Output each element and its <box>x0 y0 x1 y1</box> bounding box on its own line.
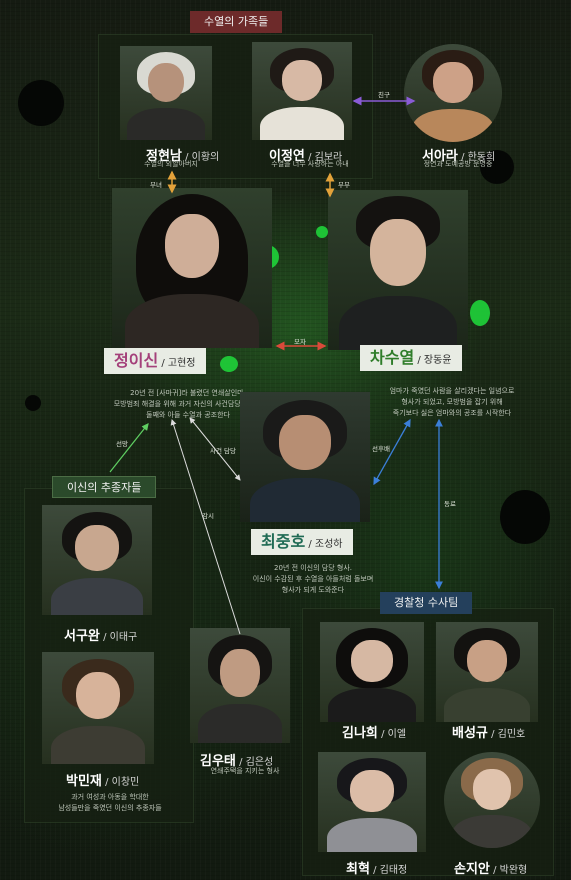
kimwootae-name: 김우태 / 김은성 <box>200 754 274 769</box>
ijeongyeon-desc: 수열을 너무 사랑하는 아내 <box>271 160 349 168</box>
kimnahee-photo <box>320 622 424 722</box>
ijeongyeon-name: 이정연 / 김보라 <box>269 149 343 164</box>
jeongisin-nameplate: 정이신 / 고현정 <box>104 348 206 374</box>
ink-blot <box>18 80 64 126</box>
police-group-tag: 경찰청 수사팀 <box>380 592 473 614</box>
jeongisin-photo <box>112 188 272 348</box>
watch-arrow <box>170 419 241 635</box>
green-splash <box>316 226 328 238</box>
parkminje-name: 박민재 / 이창민 <box>66 774 140 789</box>
choejungho-photo <box>240 392 370 522</box>
chasers-desc: 과거 여성과 아동을 학대한 남성들만을 죽였던 이신의 추종자들 <box>58 793 162 812</box>
chasuyeol-photo <box>328 190 468 350</box>
parkminje-photo <box>42 652 154 764</box>
sonjian-photo <box>444 752 540 848</box>
seoguwan-name: 서구완 / 이태구 <box>64 629 138 644</box>
ink-blot <box>500 490 550 544</box>
senior-label: 선후배 <box>372 445 390 453</box>
chasuyeol-desc: 엄마가 죽였던 사람을 살리겠다는 일념으로 형사가 되었고, 모방범을 잡기 … <box>389 387 515 417</box>
watch-label: 감시 <box>202 512 214 520</box>
case-arrow <box>189 417 241 481</box>
green-splash <box>220 356 238 372</box>
sonjian-name: 손지안 / 박완형 <box>454 862 528 877</box>
jeonghyeonnam-name: 정현남 / 이황의 <box>146 149 220 164</box>
friend-label: 친구 <box>378 91 390 99</box>
choehyeok-photo <box>318 752 426 852</box>
baeseonggyu-photo <box>436 622 538 722</box>
seoara-photo <box>404 44 502 142</box>
kimwootae-desc: 연쇄주택을 지키는 형사 <box>210 767 280 775</box>
kimwootae-photo <box>190 628 290 743</box>
ink-blot <box>25 395 41 411</box>
baeseonggyu-name: 배성규 / 김민호 <box>452 726 526 741</box>
chief-arrow <box>109 423 149 473</box>
green-splash <box>470 300 490 326</box>
choejungho-nameplate: 최중호 / 조성하 <box>251 529 353 555</box>
family-group-tag: 수열의 가족들 <box>190 11 283 33</box>
chief-label: 선망 <box>116 440 128 448</box>
grandfather-label: 부녀 <box>150 181 162 189</box>
mother-son-label: 모자 <box>294 338 306 346</box>
couple-label: 부부 <box>338 181 350 189</box>
jeonghyeonnam-desc: 수열의 외할아버지 <box>144 160 198 168</box>
colleague-label: 동료 <box>444 500 456 508</box>
choejungho-desc: 20년 전 이신의 담당 형사. 이신이 수감된 후 수열을 아들처럼 돌보며 … <box>252 564 374 594</box>
seoara-name: 서아라 / 한동희 <box>422 149 496 164</box>
seoara-desc: 정연과 도예공방 운영중 <box>423 160 493 168</box>
choehyeok-name: 최혁 / 김태정 <box>346 862 408 877</box>
chasers-group-tag: 이신의 추종자들 <box>52 476 157 498</box>
jeongisin-desc: 20년 전 [사마귀]라 불렸던 연쇄살인마. 모방범죄 해결을 위해 과거 자… <box>113 389 263 419</box>
ijeongyeon-photo <box>252 42 352 140</box>
seoguwan-photo <box>42 505 152 615</box>
senior-arrow <box>373 418 411 486</box>
kimnahee-name: 김나희 / 이엘 <box>342 726 407 741</box>
ink-blot <box>480 150 514 184</box>
chasuyeol-nameplate: 차수열 / 장동윤 <box>360 345 462 371</box>
jeonghyeonnam-photo <box>120 46 212 140</box>
case-label: 사건 담당 <box>210 447 236 455</box>
